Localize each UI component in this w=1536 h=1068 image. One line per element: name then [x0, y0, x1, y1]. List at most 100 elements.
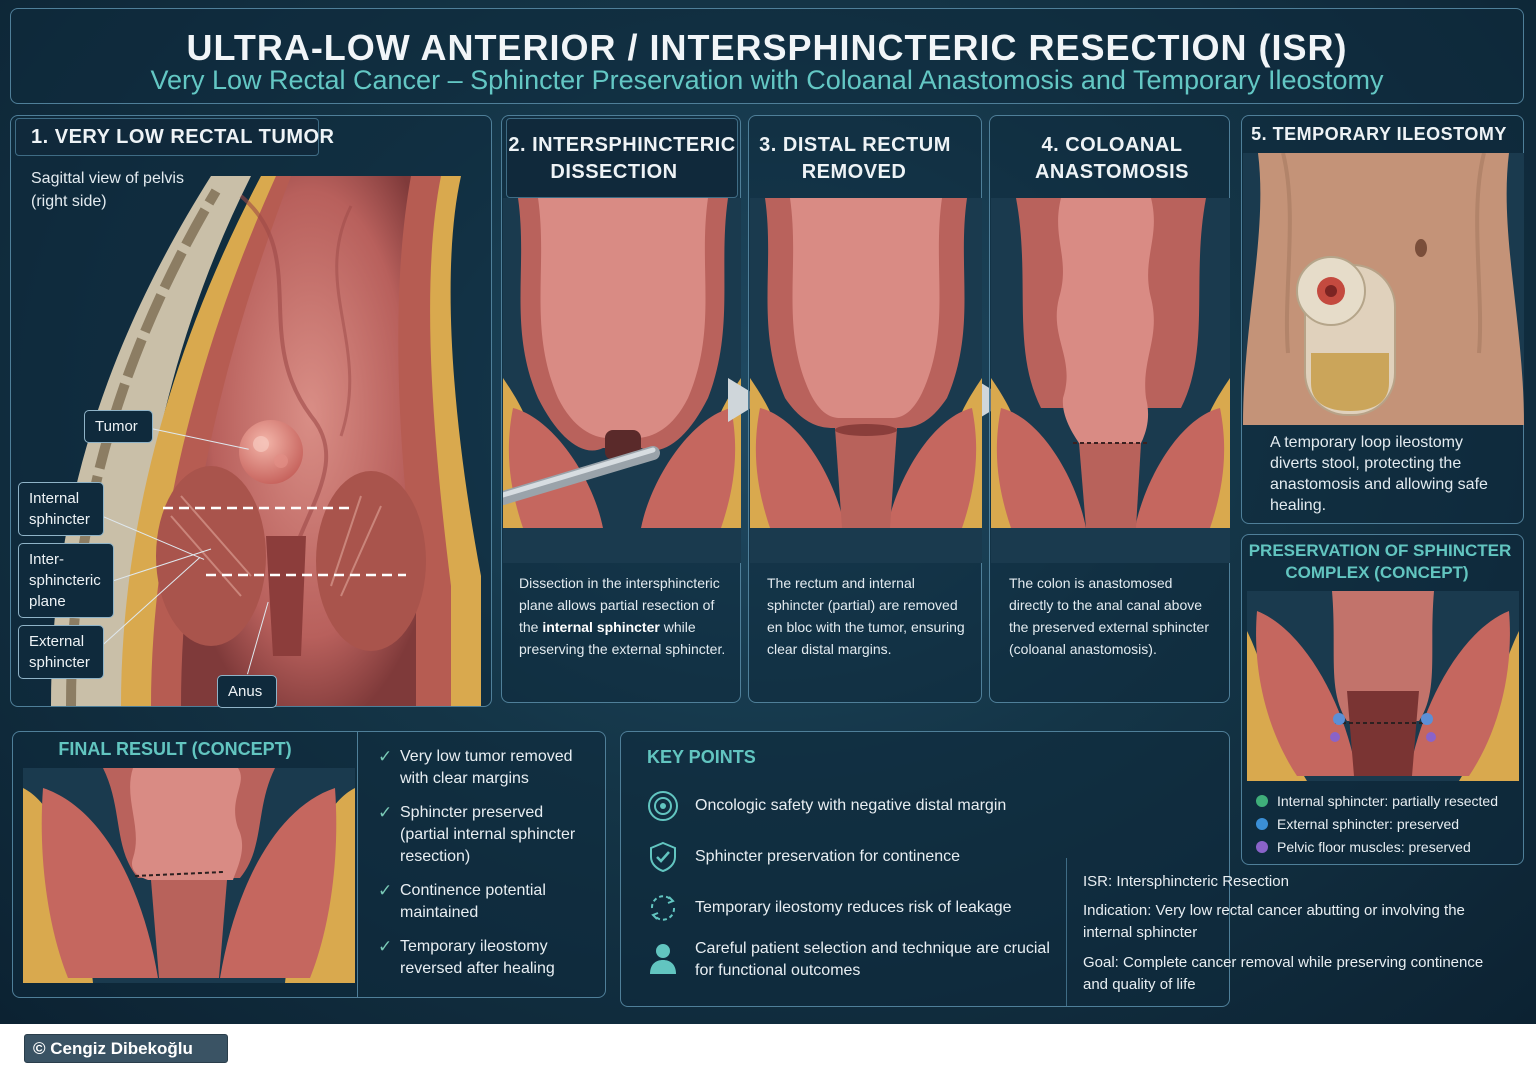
isr-indication-1: Indication: Very low rectal cancer abutt… — [1083, 902, 1465, 919]
panel3-title-2: REMOVED — [801, 161, 907, 183]
legend-external-sphincter: External sphincter: preserved — [1256, 815, 1459, 833]
legend-text-pelvic: Pelvic floor muscles: preserved — [1277, 839, 1471, 855]
panel4-caption-1: The colon is anastomosed — [1009, 575, 1173, 591]
check-icon: ✓ — [378, 881, 393, 900]
isr-abbreviation: ISR: Intersphincteric Resection — [1083, 873, 1289, 890]
isr-goal-1: Goal: Complete cancer removal while pres… — [1083, 954, 1484, 971]
panel4-title-2: ANASTOMOSIS — [1034, 161, 1190, 183]
target-icon — [648, 791, 678, 821]
infographic-canvas: ULTRA-LOW ANTERIOR / INTERSPHINCTERIC RE… — [0, 0, 1536, 1024]
panel1-view-line1: Sagittal view of pelvis — [31, 170, 184, 187]
isr-goal-2: and quality of life — [1083, 976, 1196, 993]
copyright-badge: © Cengiz Dibekoğlu — [24, 1034, 228, 1063]
check-item-3: ✓ Continence potential maintained — [378, 880, 598, 924]
legend-dot-green — [1256, 795, 1268, 807]
panel1-title-box — [15, 118, 319, 156]
person-icon — [650, 944, 676, 974]
check-1-line1: Very low tumor removed — [400, 748, 573, 765]
label-inter-3: plane — [29, 593, 66, 610]
abdomen-ileostomy-illustration — [1243, 153, 1524, 425]
panel2-caption-1: Dissection in the intersphincteric — [519, 575, 720, 591]
panel5-caption-4: healing. — [1270, 497, 1327, 514]
sagittal-pelvis-illustration — [11, 116, 491, 706]
isr-indication-2: internal sphincter — [1083, 924, 1198, 941]
label-intersphincteric-plane: Inter- sphincteric plane — [18, 543, 114, 618]
panel5-caption-3: anastomosis and allowing safe — [1270, 476, 1488, 493]
check-icon: ✓ — [378, 937, 393, 956]
panel2-caption-4: preserving the external sphincter. — [519, 641, 726, 657]
distal-rectum-illustration — [750, 198, 982, 563]
panel4-caption-4: (coloanal anastomosis). — [1009, 641, 1157, 657]
check-2-line1: Sphincter preserved — [400, 804, 544, 821]
panel1-title: 1. VERY LOW RECTAL TUMOR — [31, 126, 335, 148]
label-inter-2: sphincteric — [29, 572, 101, 589]
key-point-4-line2: for functional outcomes — [695, 962, 861, 979]
subtitle: Very Low Rectal Cancer – Sphincter Prese… — [150, 65, 1384, 95]
label-anus: Anus — [217, 675, 277, 708]
check-2-line3: resection) — [400, 848, 471, 865]
check-item-1: ✓ Very low tumor removed with clear marg… — [378, 746, 598, 790]
panel5-caption-1: A temporary loop ileostomy — [1270, 434, 1463, 451]
legend-dot-blue — [1256, 818, 1268, 830]
panel-preservation-sphincter-complex: PRESERVATION OF SPHINCTER COMPLEX (CONCE… — [1241, 534, 1524, 865]
label-external-2: sphincter — [29, 654, 90, 671]
panel5-caption-2: diverts stool, protecting the — [1270, 455, 1462, 472]
check-1-line2: with clear margins — [400, 770, 529, 787]
label-tumor-text: Tumor — [95, 418, 138, 435]
label-anus-text: Anus — [228, 683, 263, 700]
panel3-caption-2: sphincter (partial) are removed — [767, 597, 958, 613]
key-point-4-text: Careful patient selection and technique … — [695, 938, 1065, 982]
final-result-divider — [357, 732, 358, 997]
label-external-sphincter: External sphincter — [18, 625, 104, 679]
label-inter-1: Inter- — [29, 551, 65, 568]
key-points-title: KEY POINTS — [647, 747, 756, 767]
dissection-illustration — [503, 198, 741, 563]
check-2-line2: (partial internal sphincter — [400, 826, 576, 843]
label-external-1: External — [29, 633, 85, 650]
panel2-title-2: DISSECTION — [550, 161, 678, 183]
panel4-caption-3: the preserved external sphincter — [1009, 619, 1209, 635]
panel-distal-rectum-removed: 3. DISTAL RECTUM REMOVED The rectum and … — [748, 115, 982, 703]
panel2-caption-2: plane allows partial resection of — [519, 597, 715, 613]
panel2-title-box — [506, 118, 738, 198]
preservation-title-2: COMPLEX (CONCEPT) — [1285, 563, 1469, 582]
label-internal-sphincter: Internal sphincter — [18, 482, 104, 536]
check-3-line1: Continence potential — [400, 882, 546, 899]
check-icon: ✓ — [378, 747, 393, 766]
shield-check-icon — [650, 841, 676, 873]
legend-dot-purple — [1256, 841, 1268, 853]
final-result-illustration — [23, 768, 355, 983]
label-internal-2: sphincter — [29, 511, 90, 528]
check-item-4: ✓ Temporary ileostomy reversed after hea… — [378, 936, 598, 980]
panel2-caption-3c: while — [659, 619, 696, 635]
final-result-checklist: ✓ Very low tumor removed with clear marg… — [378, 746, 598, 992]
key-point-2-text: Sphincter preservation for continence — [695, 848, 961, 865]
check-3-line2: maintained — [400, 904, 479, 921]
panel-temporary-ileostomy: 5. TEMPORARY ILEOSTOMY A temporary loop … — [1241, 115, 1524, 524]
key-point-3-text: Temporary ileostomy reduces risk of leak… — [695, 899, 1012, 916]
panel-very-low-rectal-tumor: 1. VERY LOW RECTAL TUMOR Sagittal view o… — [10, 115, 492, 708]
panel-coloanal-anastomosis: 4. COLOANAL ANASTOMOSIS The colon is ana… — [989, 115, 1230, 703]
title-banner: ULTRA-LOW ANTERIOR / INTERSPHINCTERIC RE… — [10, 8, 1524, 104]
coloanal-anastomosis-illustration — [991, 198, 1230, 563]
panel-intersphincteric-dissection: 2. INTERSPHINCTERIC DISSECTION Dissectio… — [501, 115, 741, 703]
sphincter-complex-illustration — [1247, 591, 1519, 781]
cycle-arrows-icon — [650, 895, 676, 921]
check-4-line1: Temporary ileostomy — [400, 938, 548, 955]
preservation-title-1: PRESERVATION OF SPHINCTER — [1248, 541, 1512, 560]
panel3-caption-1: The rectum and internal — [767, 575, 915, 591]
check-4-line2: reversed after healing — [400, 960, 555, 977]
check-icon: ✓ — [378, 803, 393, 822]
panel2-caption-3b: internal sphincter — [542, 619, 660, 635]
panel2-caption-3a: the — [519, 619, 543, 635]
panel4-title-1: 4. COLOANAL — [1041, 134, 1183, 156]
panel3-caption-4: clear distal margins. — [767, 641, 892, 657]
panel1-view-line2: (right side) — [31, 193, 107, 210]
legend-pelvic-floor: Pelvic floor muscles: preserved — [1256, 838, 1471, 856]
label-tumor: Tumor — [84, 410, 153, 443]
panel3-title-1: 3. DISTAL RECTUM — [759, 134, 951, 156]
main-title: ULTRA-LOW ANTERIOR / INTERSPHINCTERIC RE… — [186, 27, 1348, 68]
legend-internal-sphincter: Internal sphincter: partially resected — [1256, 792, 1498, 810]
legend-text-external: External sphincter: preserved — [1277, 816, 1460, 832]
panel-key-points — [620, 731, 1230, 1007]
